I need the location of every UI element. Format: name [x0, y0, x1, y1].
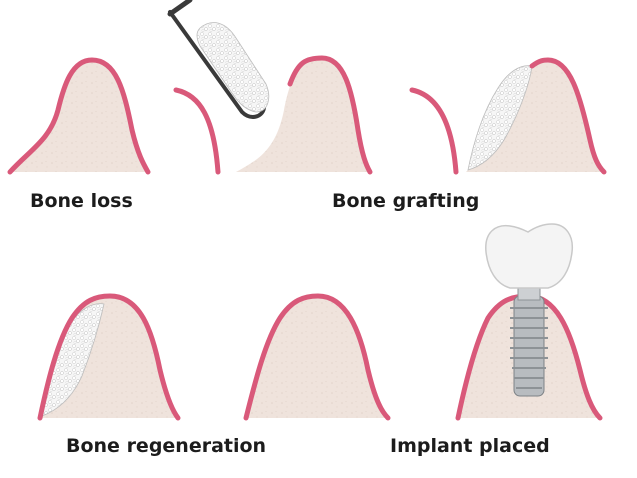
bone-regeneration-panel — [40, 296, 178, 418]
bone-loss-label: Bone loss — [30, 192, 133, 211]
bone-regeneration-label: Bone regeneration — [66, 437, 266, 456]
bone-grafting-placed-panel — [412, 60, 604, 172]
instrument-handle — [170, 0, 190, 14]
bone-grafting-instrument-panel — [170, 0, 370, 172]
bone-loss-panel — [10, 60, 148, 172]
implant-screw — [510, 296, 548, 396]
gum-flap-left — [176, 90, 218, 172]
healed-ridge-panel — [246, 296, 388, 418]
bone-grafting-label: Bone grafting — [332, 192, 479, 211]
implant-crown — [486, 224, 573, 288]
implant-placed-label: Implant placed — [390, 437, 550, 456]
gum-flap-right — [412, 90, 456, 172]
implant-placed-panel — [458, 224, 600, 418]
